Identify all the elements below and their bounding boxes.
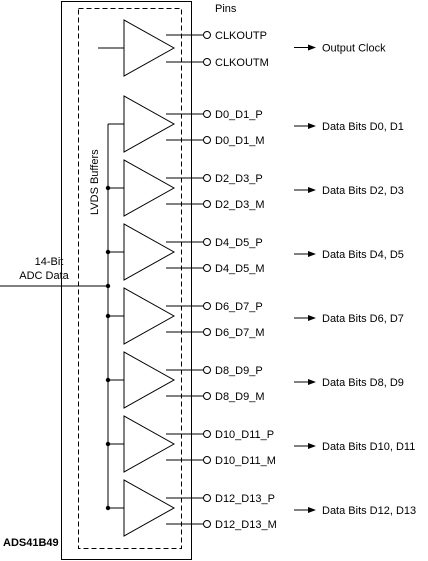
arrowhead-icon [308,44,316,51]
pin-label-pos: D10_D11_P [215,429,274,441]
junction-dot [105,377,111,383]
pin-pos-icon [203,31,211,39]
pin-label-neg: D6_D7_M [215,327,265,339]
pin-label-neg: D4_D5_M [215,263,265,275]
output-label: Data Bits D8, D9 [322,377,404,389]
pin-label-pos: D4_D5_P [215,237,263,249]
pin-label-pos: CLKOUTP [215,30,267,42]
output-label: Data Bits D12, D13 [322,505,416,517]
lvds-buffer-icon [123,351,176,409]
junction-dot [105,185,111,191]
clock-buffer-icon [123,19,176,77]
arrowhead-icon [308,379,316,385]
pin-pos-icon [203,302,211,310]
input-junction-dot [105,283,111,289]
lvds-buffer-region [78,8,182,549]
pin-neg-icon [203,520,211,528]
output-label: Output Clock [322,43,386,55]
output-label: Data Bits D6, D7 [322,313,404,325]
arrowhead-icon [308,187,316,193]
pins-header: Pins [215,3,237,15]
arrowhead-icon [308,123,316,129]
pin-pos-icon [203,430,211,438]
pin-label-neg: D0_D1_M [215,135,265,147]
pin-label-neg: CLKOUTM [215,57,269,69]
lvds-buffer-icon [123,479,176,537]
junction-dot [105,441,111,447]
pin-pos-icon [203,110,211,118]
input-label-line1: 14-Bit [35,256,64,268]
output-label: Data Bits D10, D11 [322,441,415,453]
lvds-buffer-icon [123,95,176,153]
lvds-buffer-icon [123,415,176,473]
arrowhead-icon [308,315,316,321]
pin-neg-icon [203,58,211,66]
pin-neg-icon [203,264,211,272]
chip-outline [61,1,192,560]
pin-label-pos: D8_D9_P [215,365,263,377]
junction-dot [105,249,111,255]
lvds-buffer-icon [123,159,176,217]
pin-neg-icon [203,392,211,400]
pin-label-pos: D2_D3_P [215,173,263,185]
pin-label-pos: D0_D1_P [215,109,263,121]
output-label: Data Bits D4, D5 [322,249,404,261]
pin-label-neg: D2_D3_M [215,199,265,211]
pin-pos-icon [203,238,211,246]
pin-label-pos: D12_D13_P [215,493,275,505]
arrowhead-icon [308,443,316,449]
pin-neg-icon [203,456,211,464]
lvds-buffer-icon [123,287,176,345]
pin-pos-icon [203,174,211,182]
pin-label-neg: D12_D13_M [215,519,277,531]
junction-dot [105,505,111,511]
pin-neg-icon [203,328,211,336]
pin-label-neg: D8_D9_M [215,391,265,403]
pin-pos-icon [203,366,211,374]
output-label: Data Bits D2, D3 [322,185,404,197]
output-label: Data Bits D0, D1 [322,121,404,133]
device-name: ADS41B49 [3,537,59,549]
arrowhead-icon [308,507,316,513]
pin-neg-icon [203,136,211,144]
lvds-buffer-icon [123,223,176,281]
lvds-buffers-label: LVDS Buffers [89,149,101,215]
pin-label-neg: D10_D11_M [215,455,276,467]
junction-dot [105,313,111,319]
arrowhead-icon [308,251,316,257]
pin-label-pos: D6_D7_P [215,301,263,313]
input-label-line2: ADC Data [19,270,69,282]
pin-neg-icon [203,200,211,208]
pin-pos-icon [203,494,211,502]
